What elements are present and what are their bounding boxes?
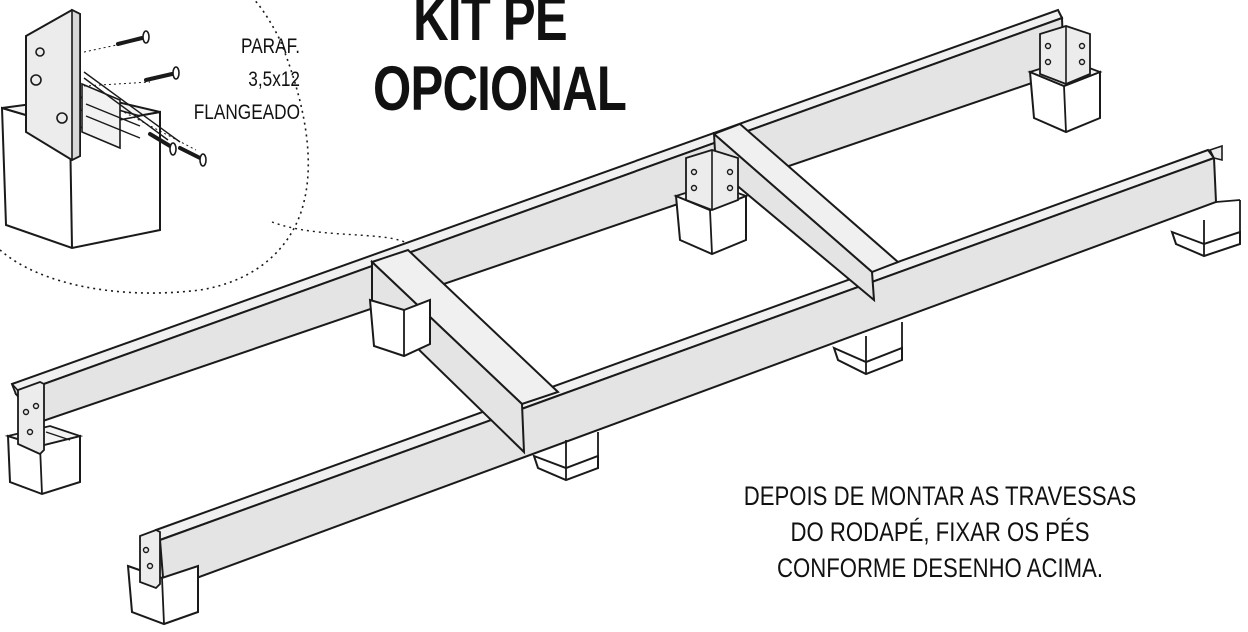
detail-foot-enlarged (0, 8, 161, 250)
page-title: KIT PÉ OPCIONAL (373, 0, 627, 124)
foot-back-left (4, 381, 84, 496)
screw-label-line-2: 3,5x12 (248, 68, 300, 91)
screw-callout-label: PARAF. 3,5x12 FLANGEADO (177, 30, 300, 129)
instruction-line-1: DEPOIS DE MONTAR AS TRAVESSAS (743, 481, 1137, 511)
foot-front-middle-left (532, 432, 599, 482)
foot-back-center-right (673, 149, 749, 256)
bracket-hole (30, 74, 42, 86)
foot-front-middle-right (832, 322, 903, 376)
detail-magnifier-circle (0, 0, 310, 294)
screw-icon (83, 30, 150, 53)
foot-back-right (1027, 25, 1103, 134)
screw-icon (119, 109, 207, 167)
instruction-line-3: CONFORME DESENHO ACIMA. (776, 553, 1103, 583)
bracket-hole (56, 112, 68, 124)
instruction-line-2: DO RODAPÉ, FIXAR OS PÉS (790, 517, 1090, 547)
screw-label-line-3: FLANGEADO (193, 101, 300, 124)
screw-icon (83, 71, 181, 156)
foot-front-right (1170, 144, 1241, 258)
screw-label-line-1: PARAF. (240, 35, 300, 58)
title-line-1: KIT PÉ (413, 0, 567, 54)
foot-back-middle (368, 298, 431, 358)
foot-front-left (126, 529, 199, 626)
bracket-hole (35, 47, 45, 57)
assembly-instruction: DEPOIS DE MONTAR AS TRAVESSAS DO RODAPÉ,… (735, 478, 1145, 586)
title-line-2: OPCIONAL (373, 54, 627, 124)
